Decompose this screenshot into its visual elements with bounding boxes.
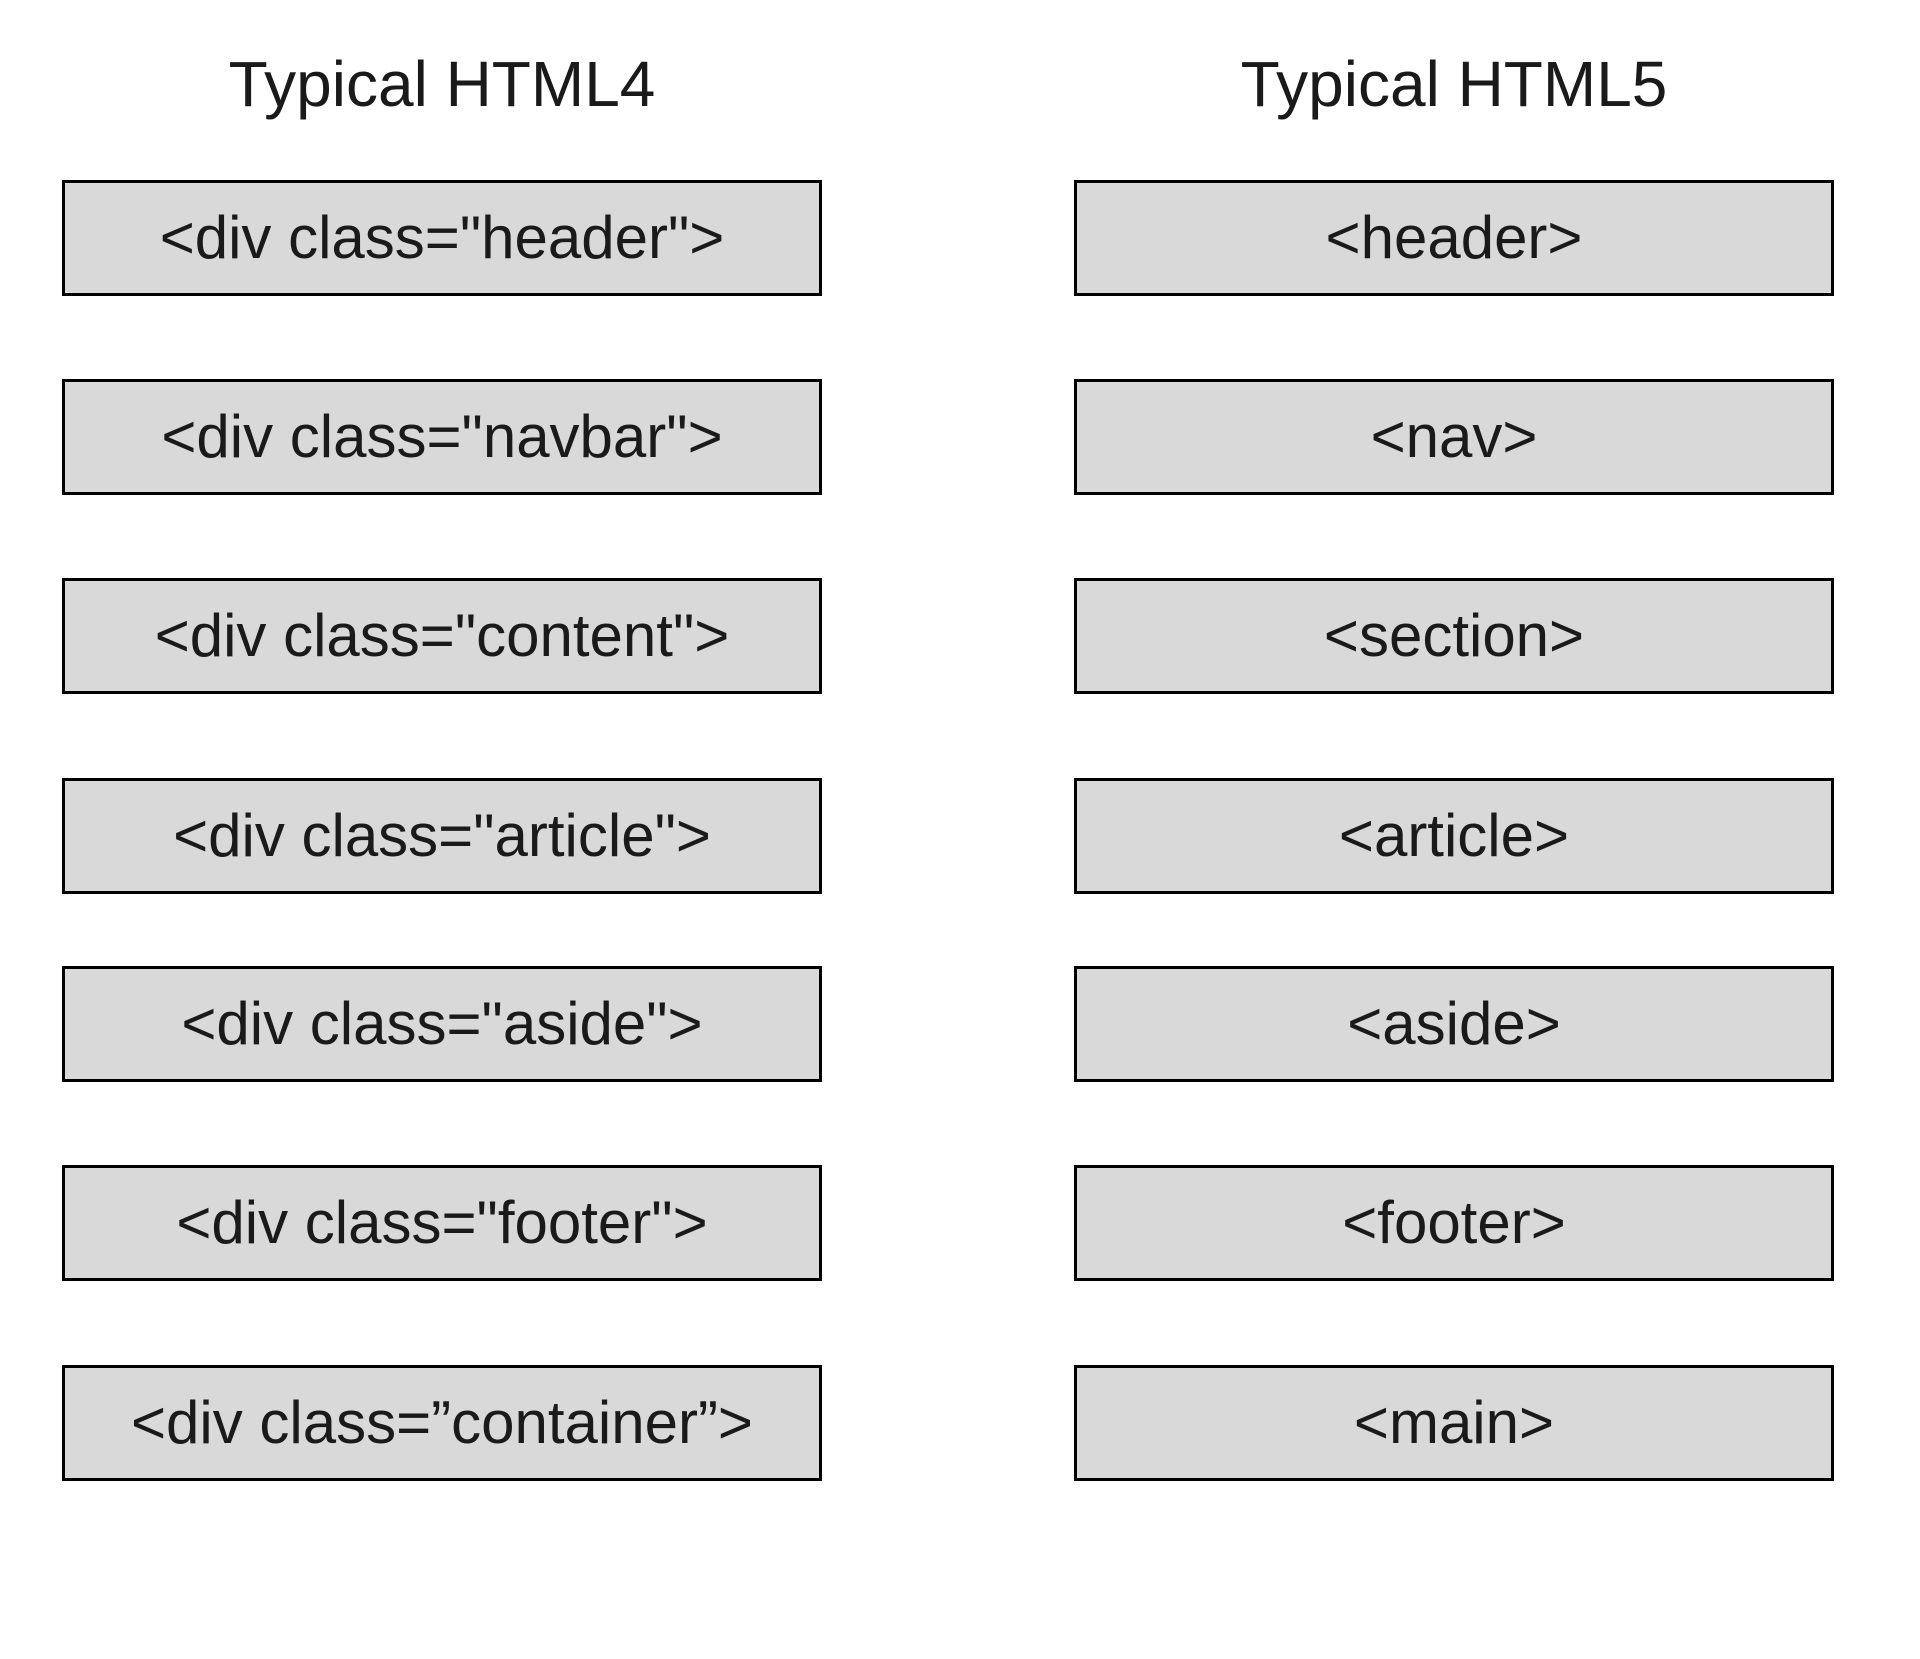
html5-column-title: Typical HTML5 <box>1240 48 1668 120</box>
html5-header-box: <header> <box>1074 180 1834 296</box>
html4-footer-box: <div class="footer"> <box>62 1165 822 1281</box>
html5-nav-box: <nav> <box>1074 379 1834 495</box>
html5-footer-box: <footer> <box>1074 1165 1834 1281</box>
html4-aside-box: <div class="aside"> <box>62 966 822 1082</box>
html4-column-title: Typical HTML4 <box>228 48 656 120</box>
html4-content-box: <div class="content"> <box>62 578 822 694</box>
html4-container-box: <div class=”container”> <box>62 1365 822 1481</box>
html4-header-box: <div class="header"> <box>62 180 822 296</box>
html5-section-box: <section> <box>1074 578 1834 694</box>
html4-article-box: <div class="article"> <box>62 778 822 894</box>
html5-aside-box: <aside> <box>1074 966 1834 1082</box>
html5-main-box: <main> <box>1074 1365 1834 1481</box>
html4-navbar-box: <div class="navbar"> <box>62 379 822 495</box>
html5-article-box: <article> <box>1074 778 1834 894</box>
